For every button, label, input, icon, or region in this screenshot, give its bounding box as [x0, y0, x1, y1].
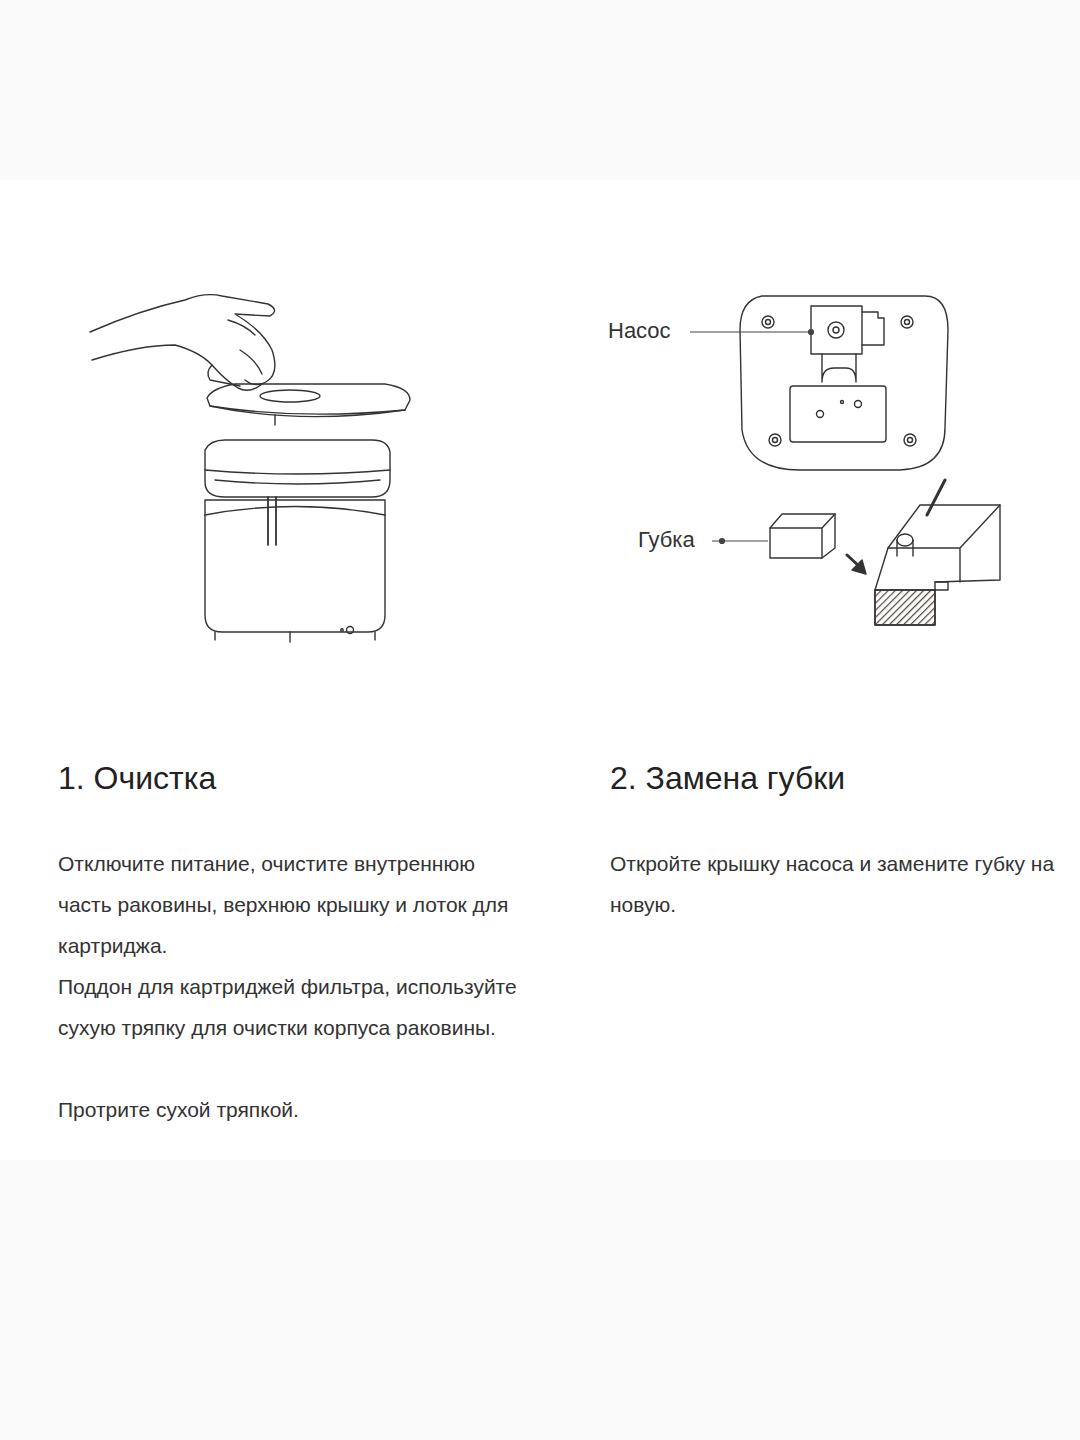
pump-drawing: [740, 296, 1000, 625]
instruction-text: Отключите питание, очистите внутреннюю ч…: [58, 843, 528, 966]
leader-lines: [690, 330, 814, 544]
instruction-text: Откройте крышку насоса и замените губку …: [610, 843, 1065, 925]
instruction-text: Поддон для картриджей фильтра, используй…: [58, 966, 538, 1048]
fountain-drawing: [90, 295, 410, 642]
part-label: Насос: [606, 318, 673, 344]
bottom-band: [0, 1160, 1080, 1440]
top-band: [0, 0, 1080, 180]
section-heading: 2. Замена губки: [610, 760, 845, 797]
part-label: Губка: [636, 527, 697, 553]
section-heading: 1. Очистка: [58, 760, 216, 797]
instruction-text: Протрите сухой тряпкой.: [58, 1089, 538, 1130]
